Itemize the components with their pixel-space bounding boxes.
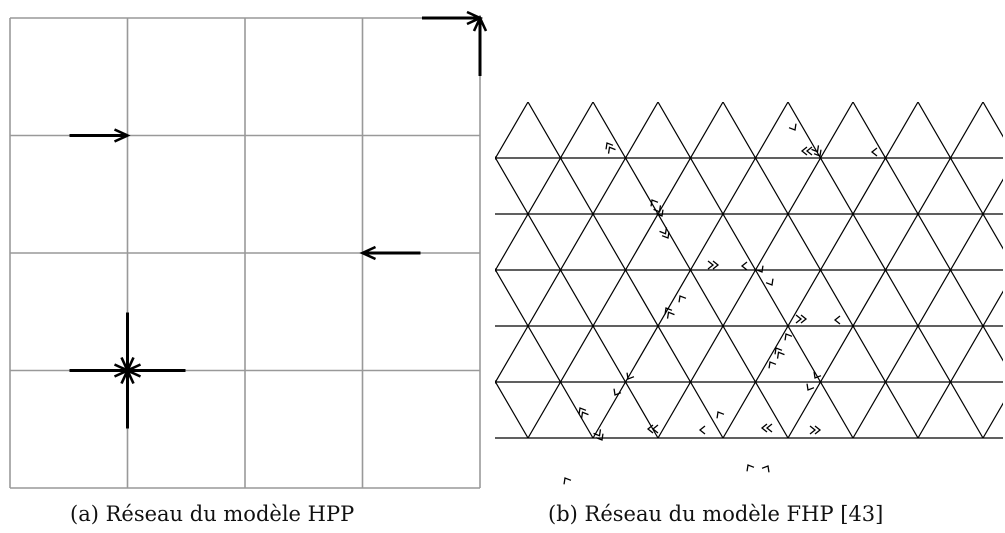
chevron-marker (626, 372, 635, 380)
double-chevron-marker (653, 205, 664, 217)
particle-arrow-markers (563, 123, 878, 485)
diagonal-lines (495, 102, 1003, 438)
diagonal-line (527, 102, 724, 438)
fhp-lattice-diagram (495, 102, 1003, 485)
double-chevron-marker (774, 347, 785, 359)
double-chevron-marker (664, 307, 675, 319)
diagonal-line (657, 102, 854, 438)
chevron-marker (698, 425, 706, 435)
hpp-lattice-diagram (9, 10, 488, 489)
arrow-w (359, 245, 421, 261)
double-chevron-marker (809, 425, 822, 435)
diagonal-line (852, 178, 1003, 438)
particle-arrows (69, 10, 488, 429)
chevron-marker (806, 383, 815, 391)
arrow-n (472, 14, 488, 76)
chevron-marker (813, 371, 822, 379)
chevron-marker (788, 123, 797, 131)
diagonal-line (917, 290, 1003, 438)
chevron-marker (678, 295, 687, 303)
diagonal-line (495, 102, 529, 161)
double-chevron-marker (593, 429, 604, 441)
chevron-marker (833, 315, 841, 325)
double-chevron-marker (646, 424, 659, 434)
double-chevron-marker (707, 260, 720, 270)
chevron-marker (755, 265, 764, 273)
double-chevron-marker (811, 145, 822, 157)
arrow-s (120, 312, 135, 374)
chevron-marker (765, 278, 774, 286)
chevron-marker (746, 464, 755, 472)
arrow-e (422, 10, 484, 26)
chevron-marker (768, 361, 777, 369)
arrow-n (120, 367, 135, 429)
double-chevron-marker (659, 227, 670, 239)
chevron-marker (650, 199, 659, 207)
arrow-e (69, 128, 131, 143)
chevron-marker (716, 411, 725, 419)
chevron-marker (740, 261, 748, 271)
caption-hpp: (a) Réseau du modèle HPP (70, 502, 355, 526)
chevron-marker (784, 333, 793, 341)
diagonal-line (722, 102, 919, 438)
chevron-marker (761, 465, 770, 473)
diagonal-line (787, 102, 984, 438)
diagonal-line (592, 102, 789, 438)
arrow-w (124, 363, 186, 378)
double-chevron-marker (760, 423, 773, 433)
caption-fhp: (b) Réseau du modèle FHP [43] (548, 502, 884, 526)
triangular-grid (495, 102, 1003, 439)
diagonal-line (495, 102, 659, 385)
double-chevron-marker (800, 146, 813, 156)
chevron-marker (613, 388, 622, 396)
chevron-marker (870, 147, 878, 157)
diagonal-line (495, 102, 594, 273)
arrow-e (69, 363, 131, 378)
chevron-marker (563, 477, 572, 485)
double-chevron-marker (795, 314, 808, 324)
double-chevron-marker (578, 407, 589, 419)
double-chevron-marker (605, 142, 616, 154)
